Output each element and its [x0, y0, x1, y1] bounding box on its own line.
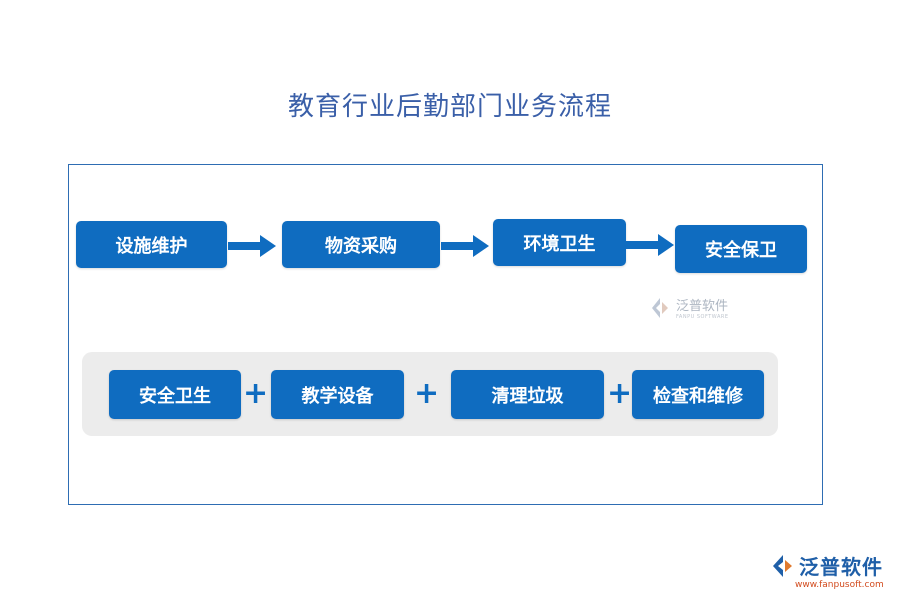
- step-node: 环境卫生: [493, 219, 626, 266]
- diagram-frame: [68, 164, 823, 505]
- plus-icon: +: [607, 376, 633, 411]
- plus-icon: +: [243, 376, 269, 411]
- flow-arrow-icon: [228, 235, 276, 257]
- watermark-sub: FANPU SOFTWARE: [676, 314, 729, 320]
- page-title: 教育行业后勤部门业务流程: [287, 92, 612, 122]
- step-node: 设施维护: [76, 221, 227, 268]
- watermark: 泛普软件 FANPU SOFTWARE: [648, 295, 729, 320]
- watermark-name: 泛普软件: [676, 299, 729, 314]
- plus-icon: +: [414, 376, 440, 411]
- flow-arrow-icon: [626, 234, 674, 256]
- component-node: 清理垃圾: [451, 370, 604, 419]
- brand-logo-icon: [652, 297, 668, 318]
- brand-url: www.fanpusoft.com: [795, 580, 884, 590]
- brand-logo: 泛普软件: [770, 551, 883, 580]
- component-node: 检查和维修: [632, 370, 764, 419]
- brand-name: 泛普软件: [799, 555, 883, 579]
- flow-arrow-icon: [441, 235, 489, 257]
- brand-mark-icon: [773, 554, 792, 577]
- component-node: 教学设备: [271, 370, 404, 419]
- step-node: 安全保卫: [675, 225, 807, 273]
- step-node: 物资采购: [282, 221, 440, 268]
- component-node: 安全卫生: [109, 370, 241, 419]
